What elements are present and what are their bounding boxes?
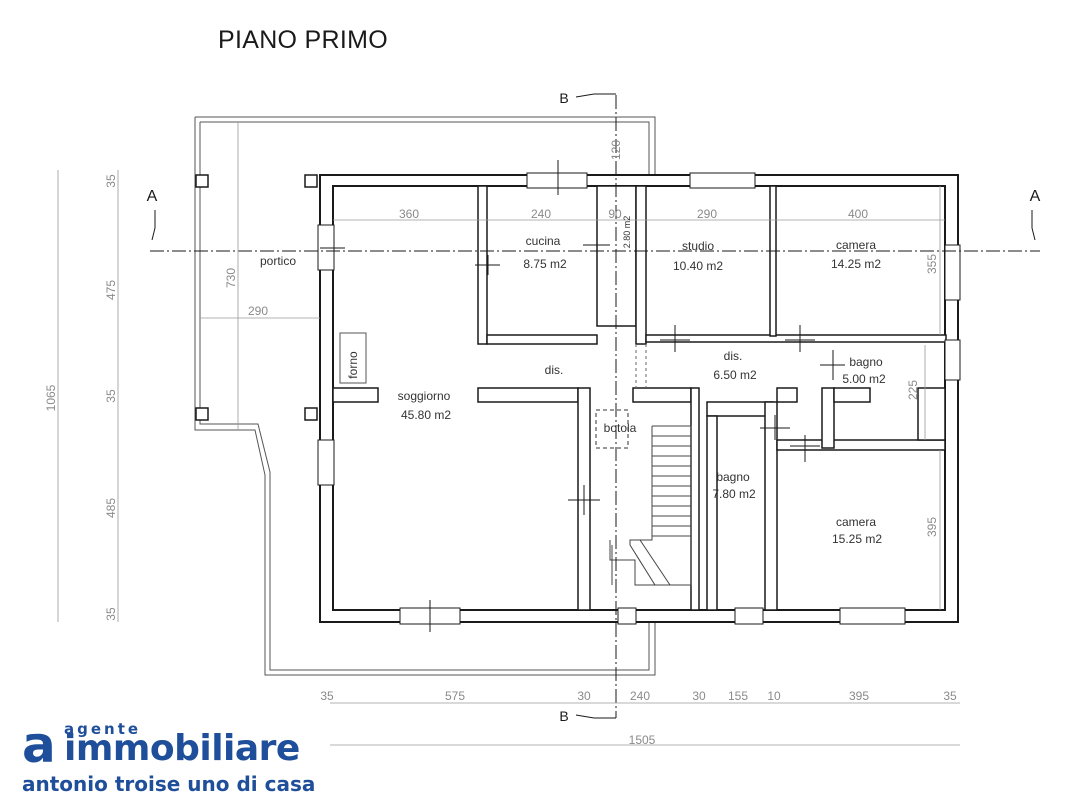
door-marks xyxy=(320,160,845,632)
room-area-cucina: 8.75 m2 xyxy=(523,257,567,271)
dim-right-2: 395 xyxy=(925,517,939,537)
dim-total: 1505 xyxy=(629,733,656,747)
dim-portico-height: 730 xyxy=(224,268,238,288)
logo-agente: agente xyxy=(64,720,142,738)
dim-bottom-4: 30 xyxy=(692,689,706,703)
room-name-bagno-1: bagno xyxy=(849,355,883,369)
dim-bottom-5: 155 xyxy=(728,689,748,703)
section-mark-b-top: B xyxy=(559,90,568,106)
dimension-labels: 360 240 90 290 400 35 575 30 240 30 155 … xyxy=(44,140,957,747)
section-marks: A A B B xyxy=(147,90,1041,724)
room-name-dis-1: dis. xyxy=(545,363,564,377)
stairs xyxy=(609,425,692,586)
dashed-partitions xyxy=(635,344,647,388)
room-name-soggiorno: soggiorno xyxy=(398,389,451,403)
dim-left-0: 35 xyxy=(104,174,118,188)
dim-top-1: 240 xyxy=(531,207,551,221)
page-title: PIANO PRIMO xyxy=(218,26,388,54)
room-area-bagno-2: 7.80 m2 xyxy=(712,487,756,501)
room-name-bagno-2: bagno xyxy=(716,470,750,484)
room-name-dis-2: dis. xyxy=(724,349,743,363)
label-forno: forno xyxy=(346,351,360,379)
dim-top-3: 290 xyxy=(697,207,717,221)
section-mark-a-right: A xyxy=(1030,188,1041,205)
room-area-camera-2: 15.25 m2 xyxy=(832,532,882,546)
room-area-bagno-1: 5.00 m2 xyxy=(842,372,886,386)
dim-right-0: 355 xyxy=(925,254,939,274)
dim-bottom-1: 575 xyxy=(445,689,465,703)
dim-left-2: 35 xyxy=(104,389,118,403)
columns xyxy=(195,174,318,421)
botola-box xyxy=(595,409,629,449)
dim-bottom-6: 10 xyxy=(767,689,781,703)
forno-box xyxy=(339,332,367,384)
room-area-dis-2: 6.50 m2 xyxy=(713,368,757,382)
dim-left-3: 485 xyxy=(104,498,118,518)
room-area-studio: 10.40 m2 xyxy=(673,259,723,273)
dim-bottom-3: 240 xyxy=(630,689,650,703)
brand-logo: a agente immobiliare antonio troise uno … xyxy=(20,716,340,798)
section-mark-b-bottom: B xyxy=(559,708,568,724)
dim-top-2: 90 xyxy=(608,207,622,221)
room-name-camera-1: camera xyxy=(836,238,876,252)
dim-bottom-7: 395 xyxy=(849,689,869,703)
dim-right-1: 225 xyxy=(906,380,920,400)
logo-immobiliare: immobiliare xyxy=(64,728,300,769)
dimension-lines xyxy=(57,122,960,746)
label-botola: botola xyxy=(604,421,637,435)
room-name-camera-2: camera xyxy=(836,515,876,529)
dim-left-1: 475 xyxy=(104,280,118,300)
logo-a-letter: a xyxy=(22,716,56,774)
room-name-portico: portico xyxy=(260,254,296,268)
dim-left-4: 35 xyxy=(104,607,118,621)
room-area-camera-1: 14.25 m2 xyxy=(831,257,881,271)
dim-portico-width: 290 xyxy=(248,304,268,318)
section-lines xyxy=(150,93,1040,719)
room-name-studio: studio xyxy=(682,239,714,253)
label-small-area: 2.80 m2 xyxy=(622,216,632,249)
dim-left-total: 1065 xyxy=(44,384,58,411)
dim-bottom-0: 35 xyxy=(320,689,334,703)
plan-labels: portico cucina 8.75 m2 studio 10.40 m2 c… xyxy=(260,216,886,546)
dim-bottom-2: 30 xyxy=(577,689,591,703)
dim-bottom-8: 35 xyxy=(943,689,957,703)
portico-outline xyxy=(194,116,656,676)
dim-top-4: 400 xyxy=(848,207,868,221)
room-name-cucina: cucina xyxy=(526,234,561,248)
internal-walls xyxy=(332,185,947,611)
logo-tagline: antonio troise uno di casa xyxy=(22,772,316,796)
dim-top-0: 360 xyxy=(399,207,419,221)
dim-stair-top: 120 xyxy=(609,140,623,160)
room-area-soggiorno: 45.80 m2 xyxy=(401,408,451,422)
section-mark-a-left: A xyxy=(147,188,158,205)
